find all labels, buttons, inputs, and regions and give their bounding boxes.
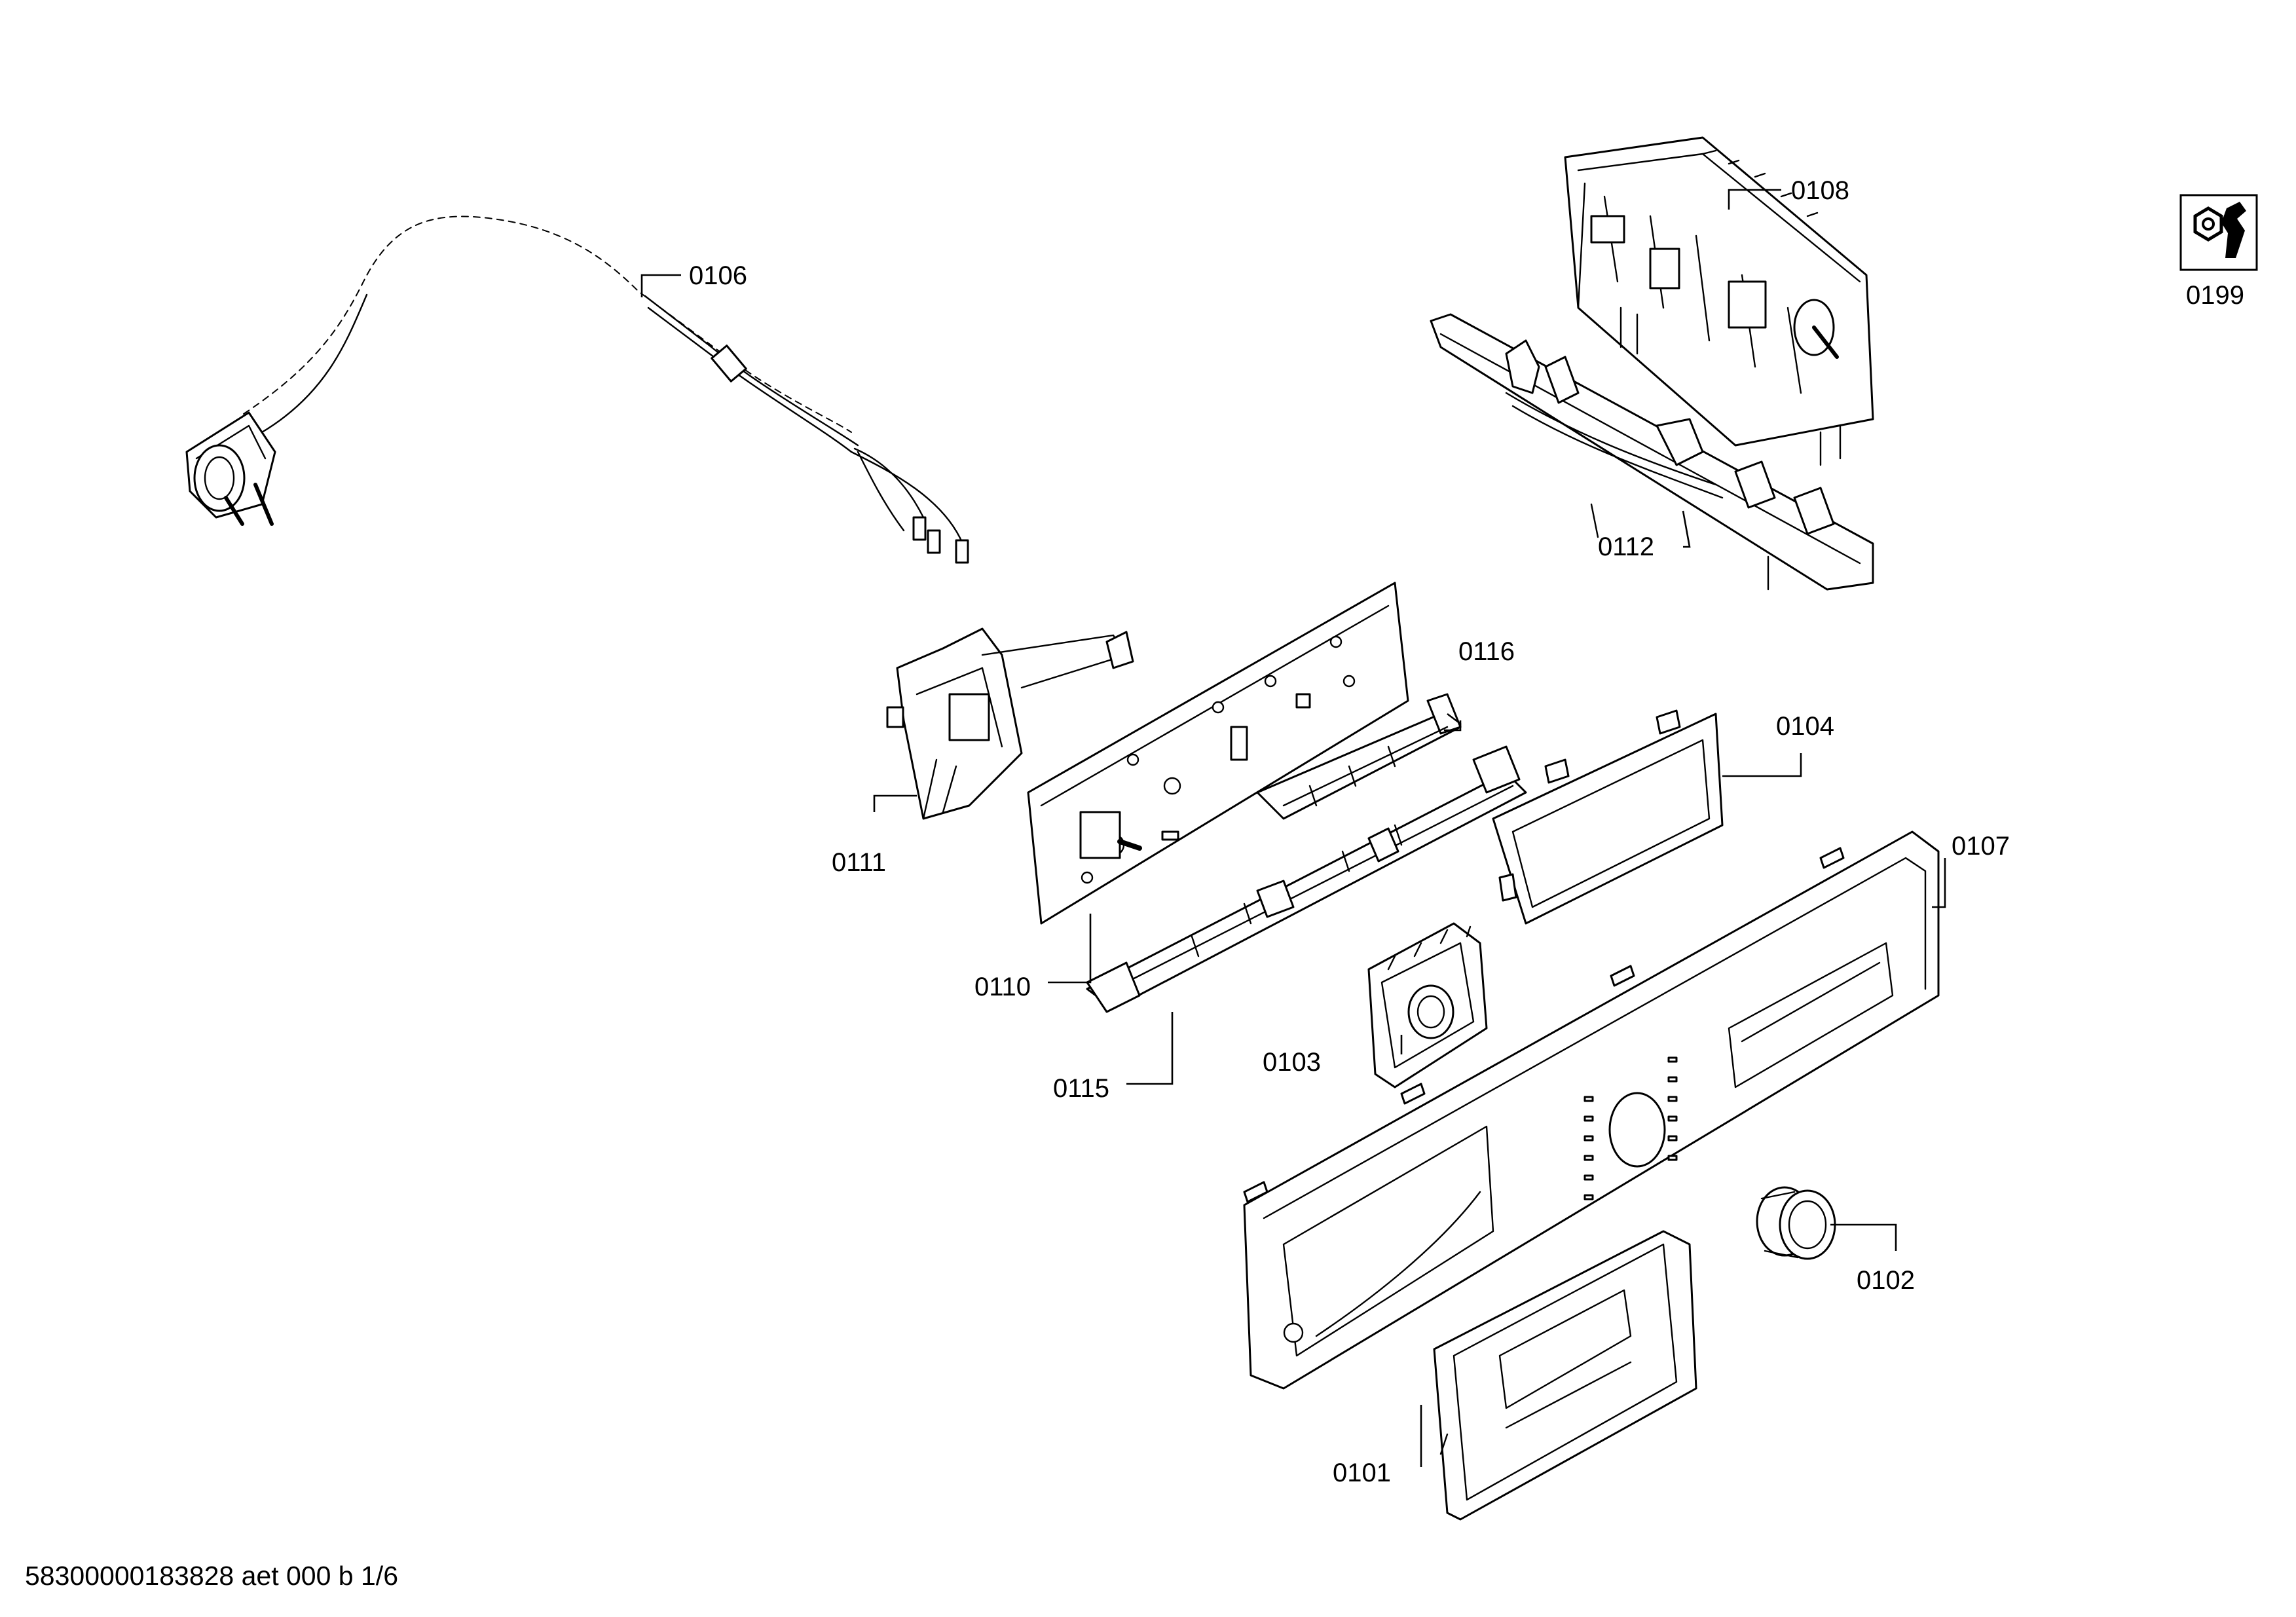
control-pcb-part[interactable]: [1027, 582, 1409, 925]
callout-0104[interactable]: 0104: [1776, 712, 1834, 741]
callout-0116[interactable]: 0116: [1458, 637, 1515, 666]
control-panel-fascia-part[interactable]: [1243, 830, 1940, 1390]
callout-0112[interactable]: 0112: [1598, 532, 1654, 561]
callout-0108[interactable]: 0108: [1791, 176, 1849, 205]
callout-0199[interactable]: 0199: [2186, 281, 2244, 310]
led-indicator-column-right: [1667, 1056, 1678, 1161]
cable-holder-part[interactable]: [1430, 313, 1874, 591]
knob-part[interactable]: [1756, 1186, 1836, 1260]
callout-0103[interactable]: 0103: [1263, 1048, 1321, 1077]
callout-0107[interactable]: 0107: [1952, 832, 2010, 861]
wrench-nut-icon: [2179, 194, 2258, 271]
support-bracket-part[interactable]: [886, 627, 1134, 820]
light-guide-lower-part[interactable]: [1086, 745, 1527, 1013]
callout-0106[interactable]: 0106: [689, 261, 747, 290]
callout-leaders: [640, 189, 1946, 1467]
program-selector-part[interactable]: [1367, 922, 1488, 1088]
callout-0115[interactable]: 0115: [1053, 1074, 1109, 1103]
callout-labels: 0106 0108 0112 0116 0104 0107 0111 0110 …: [689, 176, 2244, 1487]
document-code: 58300000183828 aet 000 b 1/6: [25, 1561, 398, 1591]
power-cord-part[interactable]: [185, 215, 969, 564]
drawer-handle-part[interactable]: [1433, 1230, 1697, 1521]
led-indicator-column-left: [1583, 1096, 1594, 1200]
electronic-module-part[interactable]: [1564, 136, 1874, 466]
callout-0110[interactable]: 0110: [974, 973, 1031, 1001]
callout-0101[interactable]: 0101: [1333, 1459, 1391, 1487]
display-window-part[interactable]: [1492, 709, 1724, 925]
callout-0111[interactable]: 0111: [832, 848, 886, 877]
callout-0102[interactable]: 0102: [1857, 1266, 1915, 1295]
